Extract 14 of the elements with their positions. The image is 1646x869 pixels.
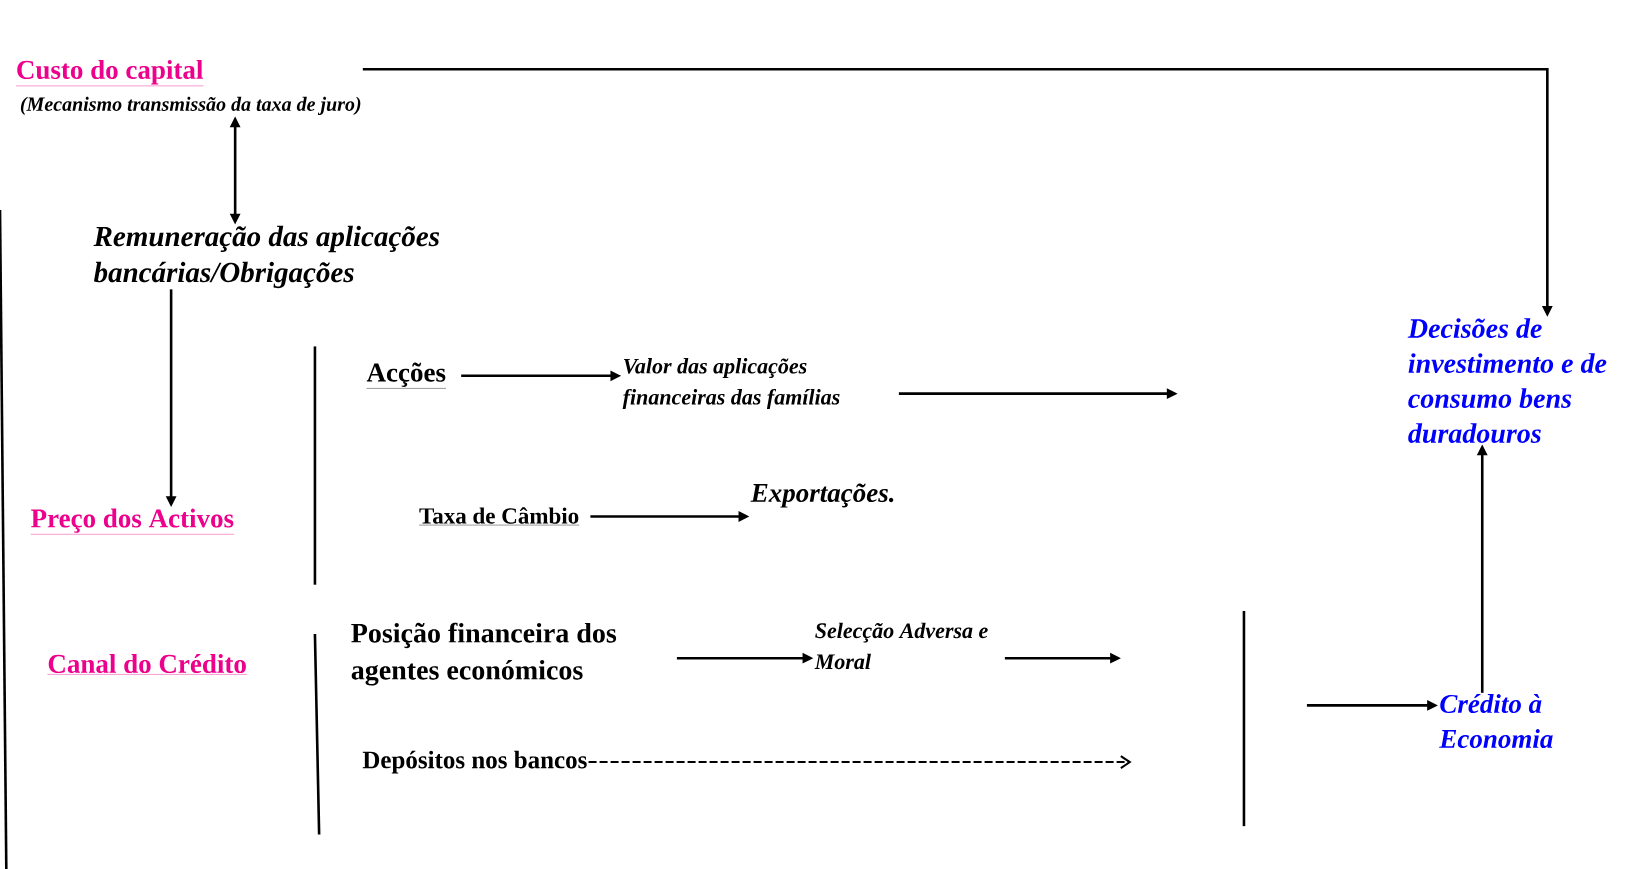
heading-text: Preço dos Activos — [30, 508, 235, 535]
arrow — [587, 755, 1132, 770]
text-label: Posição financeira dos agentes económicos — [351, 622, 617, 686]
text-label: Selecção Adversa e Moral — [814, 622, 988, 670]
heading-text: Custo do capital (Mecanismo transmissão da taxa de juro) — [15, 59, 361, 115]
text-label: Remuneração das aplicações bancárias/Obrigações — [93, 225, 440, 289]
link-text: Crédito à Economia — [1439, 693, 1553, 748]
text-label: Depósitos nos bancos — [362, 750, 587, 774]
text-label: Valor das aplicações financeiras das famílias — [622, 358, 840, 409]
text-label: Exportações. — [750, 483, 894, 508]
link-text: Decisões de investimento e de consumo bens duradouros — [1407, 318, 1607, 443]
heading-text: Canal do Crédito — [47, 653, 248, 675]
text-label: Acções — [366, 362, 447, 389]
text-label: Taxa de Câmbio — [418, 507, 580, 526]
